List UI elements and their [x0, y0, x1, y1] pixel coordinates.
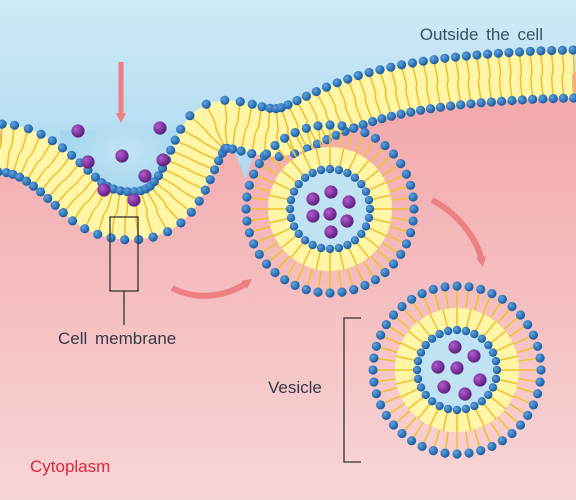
molecule — [342, 195, 356, 209]
membrane-outer-heads — [0, 45, 576, 197]
arrow-to-vesicle-1 — [170, 279, 253, 299]
outside-the-cell-label: Outside the cell — [419, 25, 543, 44]
molecule — [71, 124, 85, 138]
molecule — [340, 214, 354, 228]
molecule — [115, 149, 129, 163]
molecule — [458, 387, 472, 401]
molecule — [324, 225, 338, 239]
cell-membrane-label: Cell membrane — [58, 329, 177, 348]
membrane-inner-heads — [0, 93, 576, 245]
vesicle-1 — [241, 120, 419, 298]
molecules — [71, 121, 487, 401]
molecule — [156, 153, 170, 167]
molecule — [81, 155, 95, 169]
membrane-lipid-tails — [0, 54, 575, 236]
molecule — [323, 207, 337, 221]
molecule — [306, 192, 320, 206]
cytoplasm-label: Cytoplasm — [30, 457, 111, 476]
vesicle-label: Vesicle — [268, 378, 322, 397]
molecule — [431, 360, 445, 374]
molecule — [153, 121, 167, 135]
arrow-to-vesicle-2 — [430, 197, 487, 267]
molecule — [138, 169, 152, 183]
membrane-callout — [109, 216, 139, 325]
cell-membrane — [0, 45, 576, 245]
molecule — [127, 193, 141, 207]
flow-arrows — [116, 62, 487, 299]
molecule — [473, 373, 487, 387]
molecule — [306, 209, 320, 223]
molecule — [448, 340, 462, 354]
vesicle-bracket — [343, 317, 361, 463]
molecule — [450, 361, 464, 375]
molecule — [467, 349, 481, 363]
molecule — [97, 183, 111, 197]
molecule — [437, 380, 451, 394]
molecule — [324, 185, 338, 199]
